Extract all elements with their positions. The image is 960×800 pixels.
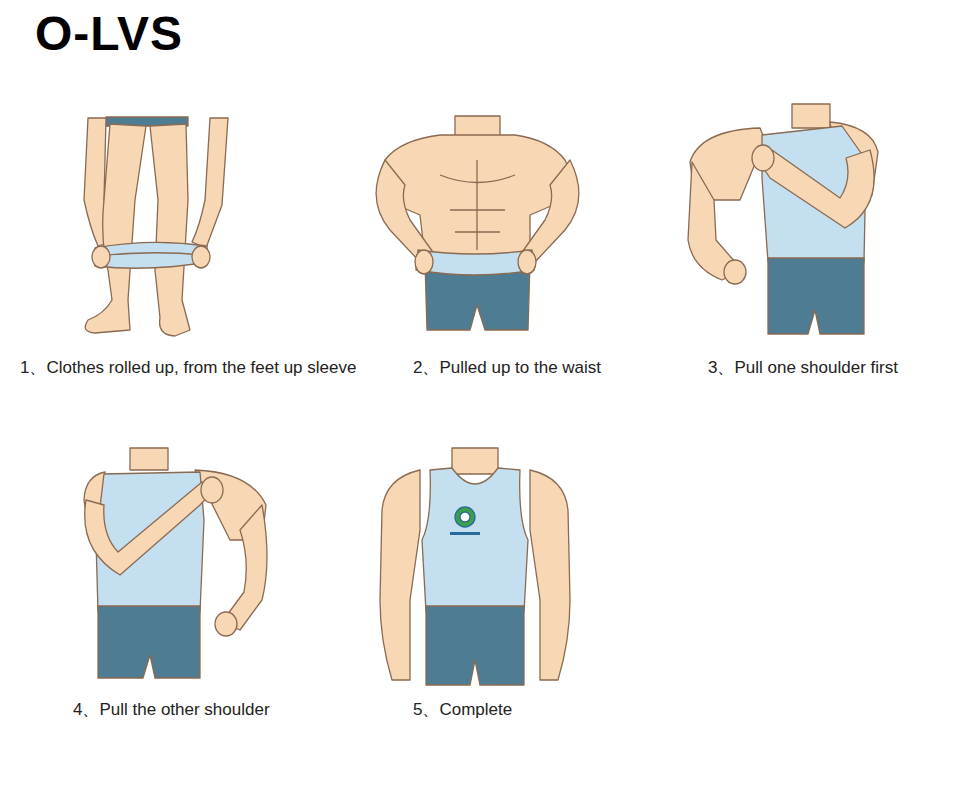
- step-one-figure: [84, 117, 228, 336]
- step-caption: 1、Clothes rolled up, from the feet up sl…: [20, 358, 356, 378]
- step-three-figure: [688, 104, 878, 334]
- brand-logo: O-LVS: [35, 10, 183, 58]
- step-five-figure: [380, 448, 570, 685]
- step-four-figure: [84, 448, 267, 678]
- step-caption: 2、Pulled up to the waist: [413, 358, 601, 378]
- step-two-figure: [376, 116, 579, 330]
- step-caption: 4、Pull the other shoulder: [73, 700, 270, 720]
- step-caption: 3、Pull one shoulder first: [708, 358, 898, 378]
- step-caption: 5、Complete: [413, 700, 512, 720]
